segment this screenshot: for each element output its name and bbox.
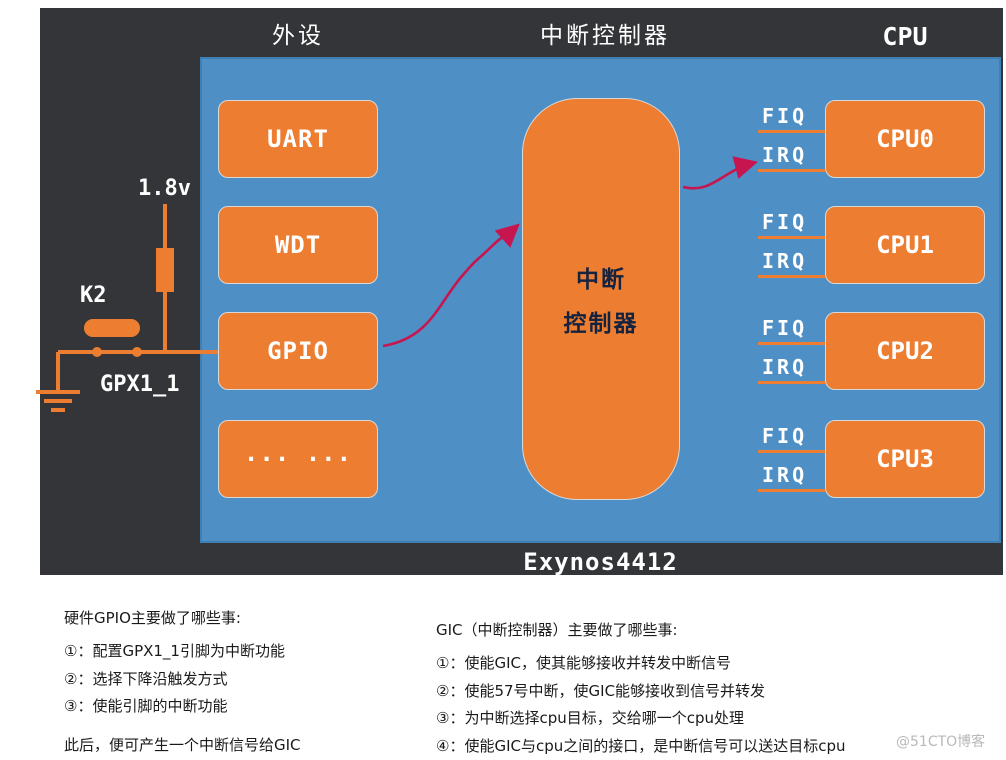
notes-gic: GIC（中断控制器）主要做了哪些事: ①：使能GIC，使其能够接收并转发中断信号… <box>436 618 846 760</box>
notes-gpio-item-1: ①：配置GPX1_1引脚为中断功能 <box>64 642 285 660</box>
notes-gpio-item-2: ②：选择下降沿触发方式 <box>64 669 228 688</box>
watermark: @51CTO博客 <box>896 734 986 750</box>
peripheral-box-uart: UART <box>218 100 378 178</box>
irq-label: IRQ <box>758 249 825 278</box>
ground-symbol-bar3 <box>51 408 65 412</box>
notes-gpio-footer: 此后，便可产生一个中断信号给GIC <box>64 735 301 754</box>
cpu-row: FIQ IRQ CPU3 <box>758 420 985 498</box>
voltage-label: 1.8v <box>138 176 191 201</box>
signal-lines: FIQ IRQ <box>758 100 825 178</box>
signal-lines: FIQ IRQ <box>758 420 825 498</box>
irq-label: IRQ <box>758 463 825 492</box>
button-label: K2 <box>80 283 107 308</box>
cpu1-box: CPU1 <box>825 206 985 284</box>
junction-dot-left <box>92 347 102 357</box>
ground-symbol-bar2 <box>44 399 72 403</box>
header-interrupt-controller: 中断控制器 <box>540 23 670 49</box>
ground-wire <box>56 352 60 390</box>
irq-label: IRQ <box>758 143 825 172</box>
cpu3-box: CPU3 <box>825 420 985 498</box>
interrupt-controller-label-line1: 中断 <box>576 266 626 293</box>
fiq-label: FIQ <box>758 210 825 239</box>
header-cpu: CPU <box>882 22 928 51</box>
ground-symbol-bar1 <box>36 390 80 394</box>
peripheral-box-wdt: WDT <box>218 206 378 284</box>
header-peripherals: 外设 <box>272 23 324 49</box>
signal-lines: FIQ IRQ <box>758 312 825 390</box>
notes-gic-item-3: ③：为中断选择cpu目标，交给哪一个cpu处理 <box>436 709 744 727</box>
cpu-row: FIQ IRQ CPU0 <box>758 100 985 178</box>
chip-label: Exynos4412 <box>523 548 678 576</box>
fiq-label: FIQ <box>758 316 825 345</box>
interrupt-controller-box: 中断 控制器 <box>522 98 680 500</box>
cpu0-box: CPU0 <box>825 100 985 178</box>
notes-gpio: 硬件GPIO主要做了哪些事: ①：配置GPX1_1引脚为中断功能 ②：选择下降沿… <box>64 606 301 757</box>
fiq-label: FIQ <box>758 104 825 133</box>
irq-label: IRQ <box>758 355 825 384</box>
cpu-row: FIQ IRQ CPU1 <box>758 206 985 284</box>
interrupt-controller-label-line2: 控制器 <box>563 310 639 337</box>
pin-label: GPX1_1 <box>100 372 180 397</box>
notes-gpio-item-3: ③：使能引脚的中断功能 <box>64 697 228 715</box>
notes-gic-item-4: ④：使能GIC与cpu之间的接口，是中断信号可以送达目标cpu <box>436 736 846 755</box>
peripheral-box-gpio: GPIO <box>218 312 378 390</box>
peripheral-box-more: ··· ··· <box>218 420 378 498</box>
notes-gic-item-1: ①：使能GIC，使其能够接收并转发中断信号 <box>436 654 731 672</box>
junction-dot-right <box>132 347 142 357</box>
notes-gpio-title: 硬件GPIO主要做了哪些事: <box>64 609 241 627</box>
signal-lines: FIQ IRQ <box>758 206 825 284</box>
notes-gic-title: GIC（中断控制器）主要做了哪些事: <box>436 621 678 639</box>
cpu2-box: CPU2 <box>825 312 985 390</box>
cpu-row: FIQ IRQ CPU2 <box>758 312 985 390</box>
notes-gic-item-2: ②：使能57号中断，使GIC能够接收到信号并转发 <box>436 681 766 700</box>
pullup-resistor <box>156 248 174 292</box>
fiq-label: FIQ <box>758 424 825 453</box>
push-button <box>84 319 140 337</box>
